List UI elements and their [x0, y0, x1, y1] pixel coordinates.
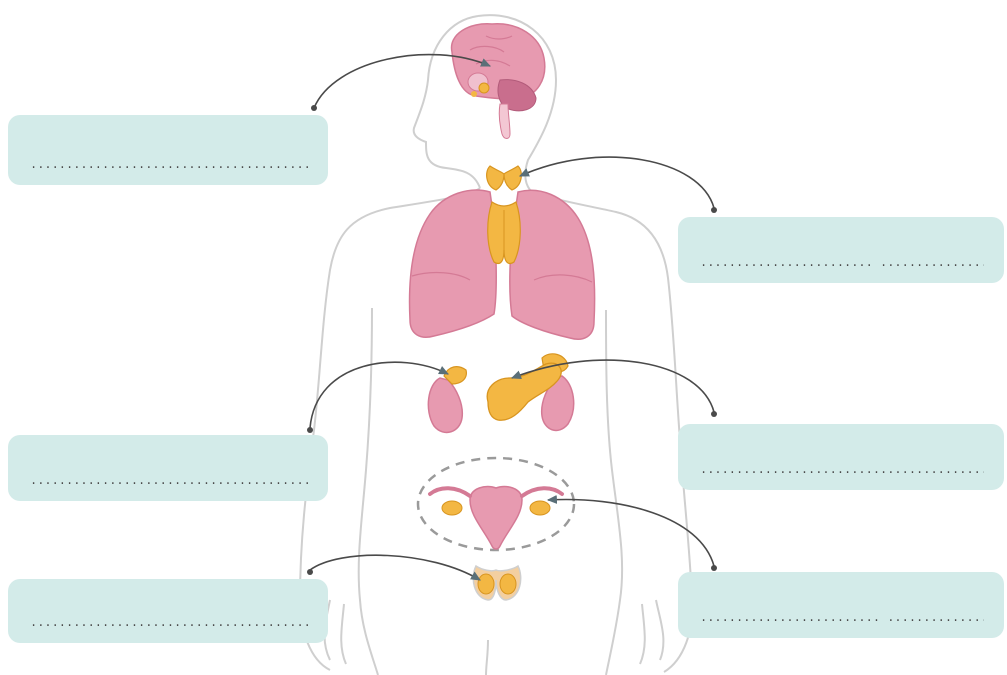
brain-organ — [452, 24, 545, 111]
label-box-testes[interactable]: ........................................… — [8, 579, 328, 643]
label-box-ovaries[interactable]: ......................... ..............… — [678, 572, 1004, 638]
label-box-pancreas[interactable]: ........................................… — [678, 424, 1004, 490]
right-torso — [606, 310, 622, 675]
label-box-pituitary[interactable]: ........................................… — [8, 115, 328, 185]
label-box-thyroid[interactable]: ........................ ...............… — [678, 217, 1004, 283]
uterus-ovaries — [418, 458, 574, 550]
answer-line[interactable]: ........................................… — [30, 475, 308, 487]
thyroid-gland — [487, 166, 522, 190]
answer-line[interactable]: ........................................… — [700, 464, 984, 476]
answer-line[interactable]: ........................ ...............… — [700, 257, 984, 269]
answer-line[interactable]: ........................................… — [30, 159, 308, 171]
inner-leg — [486, 640, 488, 675]
answer-line[interactable]: ......................... ..............… — [700, 612, 984, 624]
label-box-adrenal[interactable]: ........................................… — [8, 435, 328, 501]
arrow-adrenal — [310, 362, 448, 428]
answer-line[interactable]: ........................................… — [30, 617, 308, 629]
arrow-testes — [310, 555, 480, 580]
thymus-gland — [488, 202, 521, 264]
testes-gland — [473, 566, 520, 600]
right-hand — [640, 600, 663, 664]
